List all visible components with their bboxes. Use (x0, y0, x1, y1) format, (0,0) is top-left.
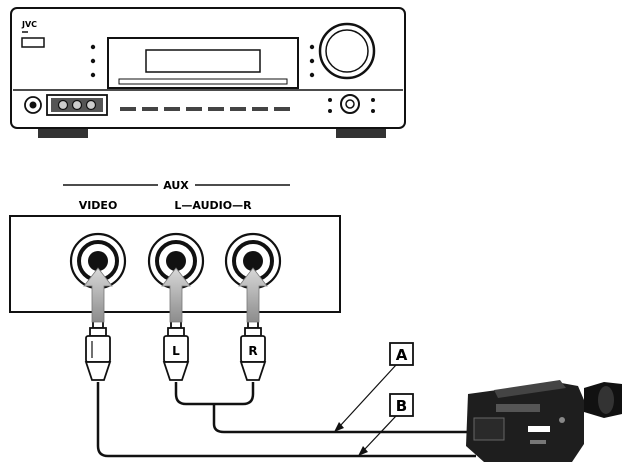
audio-left-jack (147, 232, 205, 290)
aux-labels: AUX VIDEO L—AUDIO—R (63, 179, 290, 212)
callout-a (334, 342, 414, 432)
plug-letter-l: L (172, 344, 180, 358)
insertion-arrows (83, 267, 268, 323)
display-window (145, 49, 261, 73)
right-indicator-dots (309, 44, 315, 78)
receiver-unit: JVC (10, 7, 406, 138)
brand-logo: JVC (21, 20, 37, 29)
camcorder (466, 380, 622, 462)
video-plug (84, 313, 112, 381)
callout-b (358, 393, 414, 456)
audio-right-jack (224, 232, 282, 290)
arrow-video (83, 267, 113, 323)
video-jack (69, 232, 127, 290)
callout-b-letter: B (396, 397, 407, 415)
cable-b (96, 382, 476, 458)
video-label: VIDEO (79, 199, 118, 212)
callout-a-letter: A (396, 346, 408, 364)
right-lower-controls (328, 94, 375, 114)
source-buttons-row (120, 107, 290, 111)
left-indicator-dots (90, 44, 96, 78)
audio-label: L—AUDIO—R (174, 199, 252, 212)
aux-label: AUX (163, 179, 189, 192)
display-lower-strip (118, 78, 288, 85)
arrow-audio-right (238, 267, 268, 323)
cable-a (174, 382, 470, 434)
front-aux-jacks (46, 94, 108, 116)
power-button (21, 37, 45, 48)
phones-jack (24, 96, 42, 114)
volume-knob (318, 22, 376, 80)
arrow-audio-left (161, 267, 191, 323)
plug-letter-r: R (248, 344, 257, 358)
